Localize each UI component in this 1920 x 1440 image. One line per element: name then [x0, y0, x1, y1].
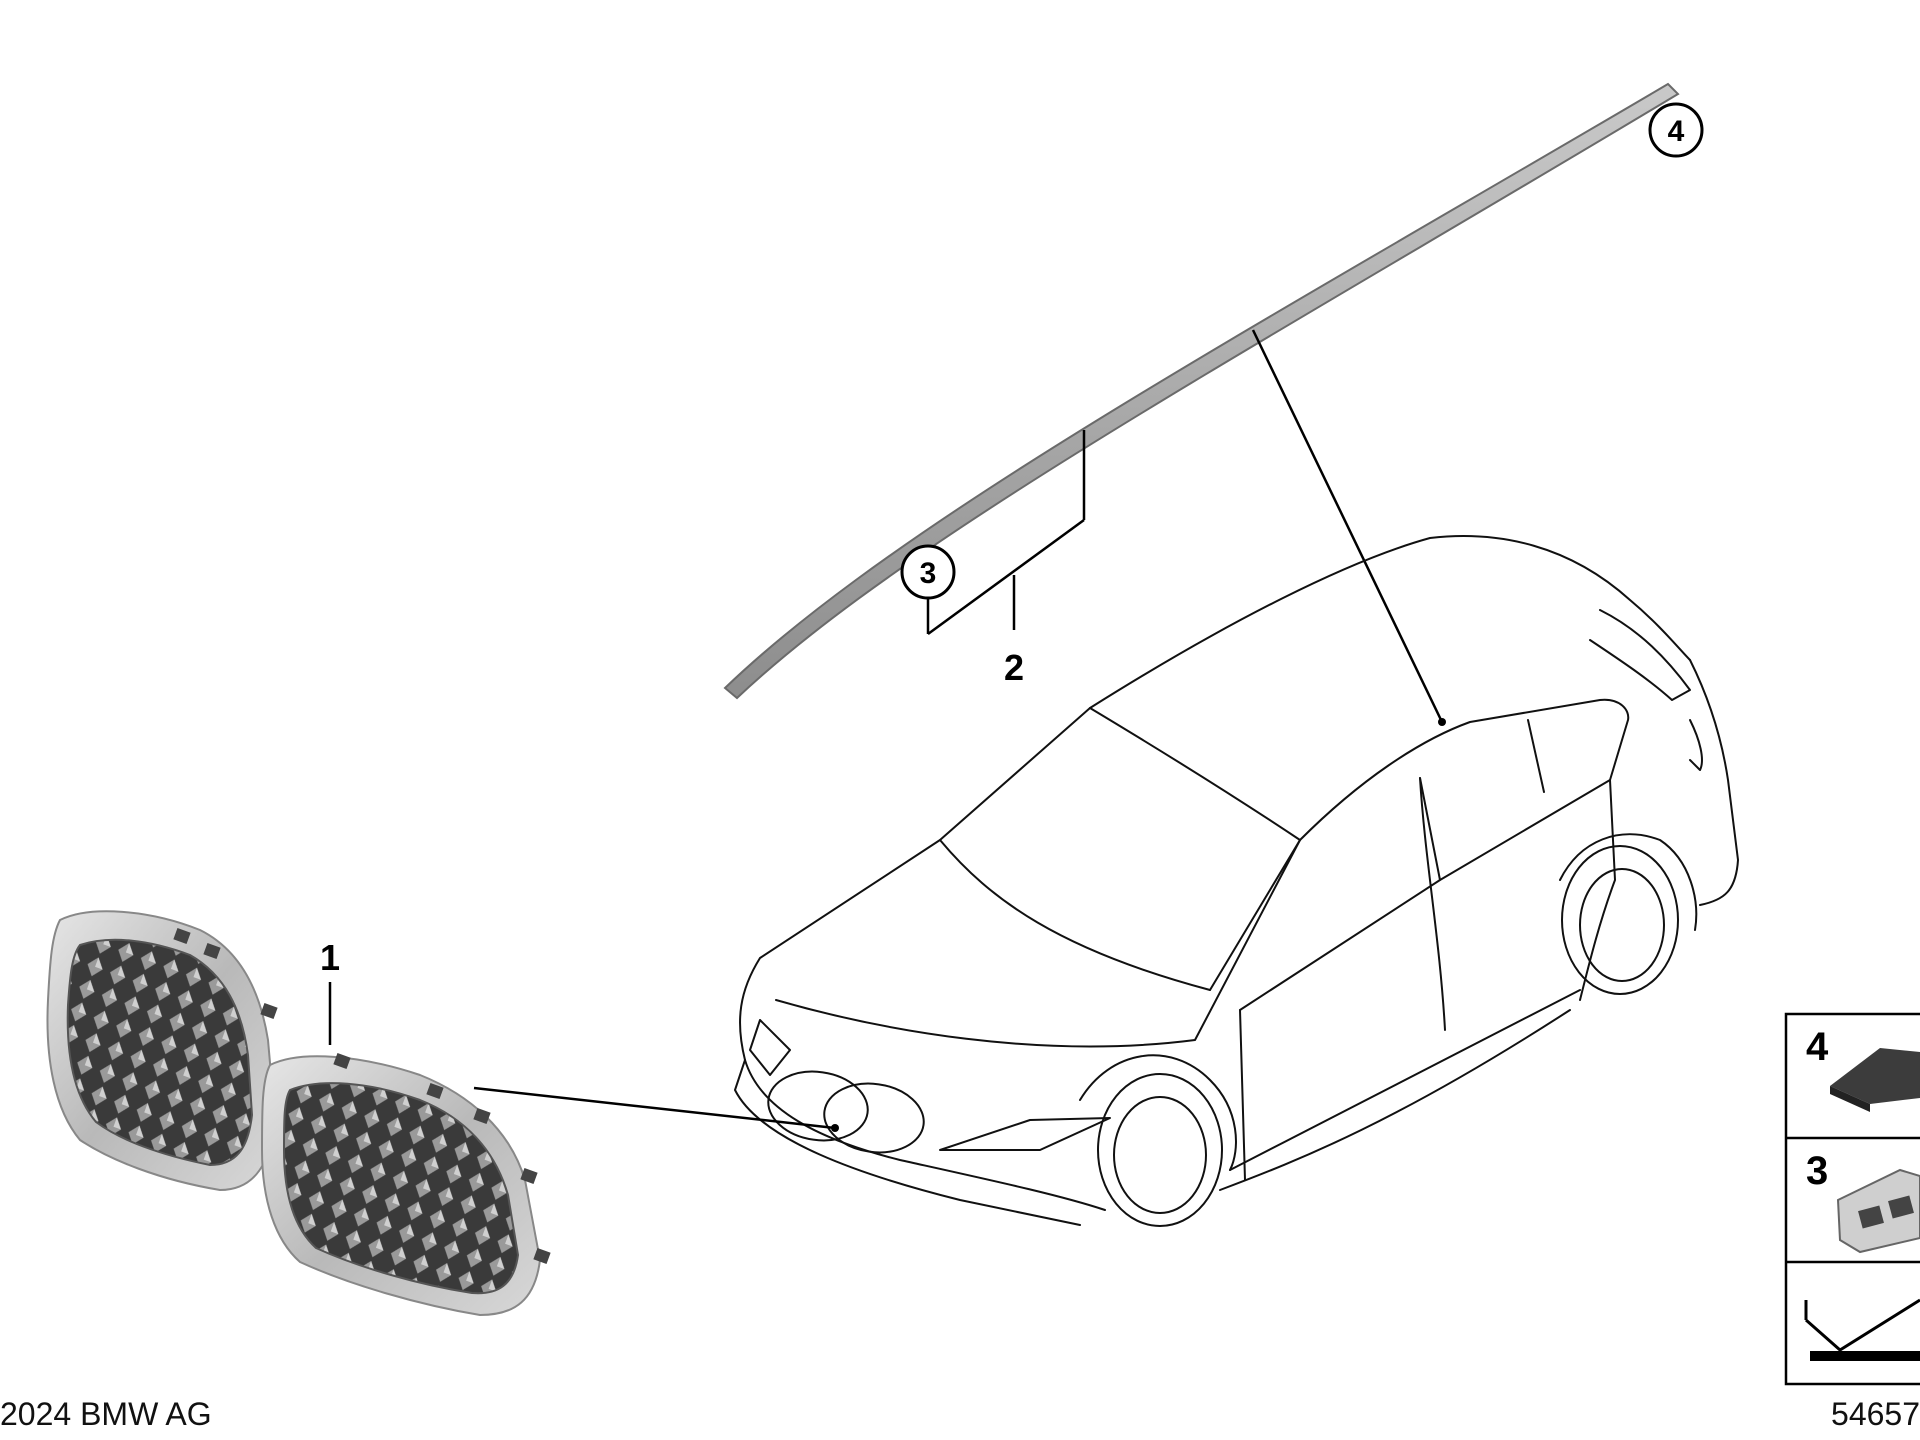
callout-3: 3: [900, 544, 956, 600]
callout-2-label: 2: [1004, 647, 1024, 688]
legend-row-3-label: 3: [1806, 1149, 1828, 1193]
kidney-grille-icon: [46, 910, 551, 1317]
callout-1-label: 1: [320, 937, 340, 978]
arrow-icon: [1804, 1298, 1920, 1361]
car-outline-icon: [734, 535, 1739, 1227]
legend-panel: 4 3: [1784, 1012, 1920, 1386]
clip-icon: [1836, 1168, 1920, 1254]
callout-3-label: 3: [920, 557, 937, 590]
leader-dot-grille: [831, 1124, 839, 1132]
leader-line-strip: [1251, 329, 1444, 723]
leader-dot-strip: [1438, 718, 1446, 726]
callout-4: 4: [1648, 102, 1704, 158]
legend-row-4-label: 4: [1806, 1025, 1829, 1069]
copyright-text: 2024 BMW AG: [0, 1396, 212, 1432]
roof-trim-strip-icon: [723, 82, 1680, 700]
leader-line-grille: [473, 1086, 836, 1130]
bracket-callout-2: [926, 430, 1086, 636]
adhesive-pad-icon: [1830, 1048, 1920, 1112]
diagram-number: 54657: [1831, 1396, 1920, 1432]
callout-4-label: 4: [1668, 115, 1685, 148]
